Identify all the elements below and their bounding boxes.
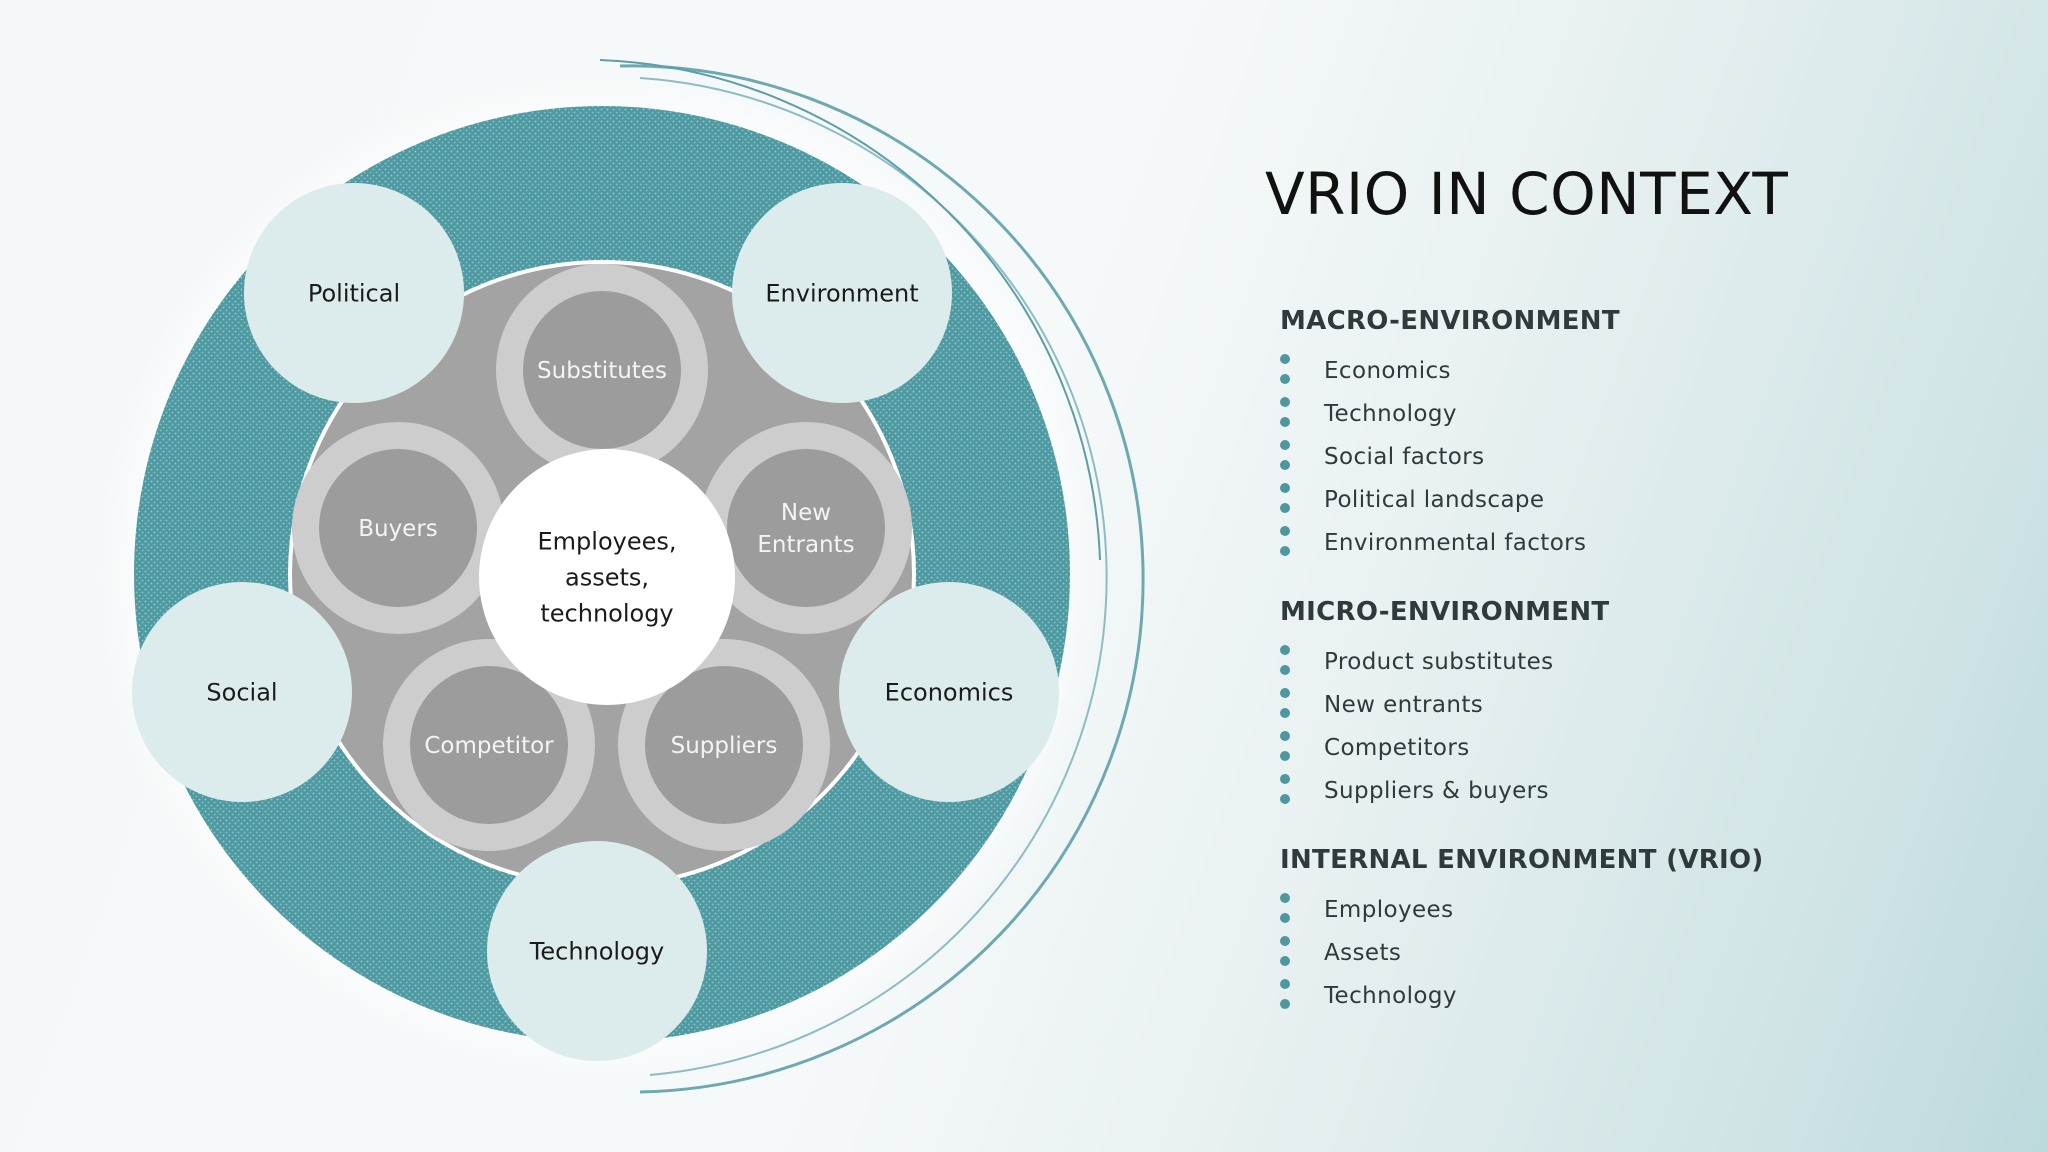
- inner-node-suppliers-core: [645, 666, 803, 824]
- list-item: Environmental factors: [1280, 522, 1985, 565]
- center-node: [479, 449, 735, 705]
- inner-node-label: Suppliers: [671, 733, 778, 759]
- inner-node-label: Buyers: [358, 516, 438, 542]
- bullet-list: Product substitutes New entrants Competi…: [1280, 641, 1985, 813]
- list-item-label: Competitors: [1324, 735, 1470, 761]
- list-item-label: Suppliers & buyers: [1324, 778, 1549, 804]
- list-item-label: Employees: [1324, 897, 1454, 923]
- list-item: Social factors: [1280, 436, 1985, 479]
- inner-node-buyers-core: [319, 449, 477, 607]
- list-item: Technology: [1280, 393, 1985, 436]
- list-item-label: Political landscape: [1324, 487, 1545, 513]
- bullet-list: Economics Technology Social factors Poli…: [1280, 350, 1985, 565]
- outer-node-social: [132, 582, 352, 802]
- outer-node-environment: [732, 183, 952, 403]
- bullet-icon: [1280, 643, 1292, 683]
- list-item: Suppliers & buyers: [1280, 770, 1985, 813]
- bullet-icon: [1280, 891, 1292, 931]
- outer-node-label: Environment: [765, 279, 918, 307]
- bullet-list: Employees Assets Technology: [1280, 889, 1985, 1018]
- list-item: Political landscape: [1280, 479, 1985, 522]
- outer-node-label: Technology: [529, 937, 664, 965]
- list-item: Competitors: [1280, 727, 1985, 770]
- list-item: Technology: [1280, 975, 1985, 1018]
- bullet-icon: [1280, 395, 1292, 435]
- outer-node-label: Political: [308, 279, 400, 307]
- bullet-icon: [1280, 729, 1292, 769]
- bullet-icon: [1280, 934, 1292, 974]
- inner-node-label: Competitor: [424, 733, 554, 759]
- internal-environment-section: INTERNAL ENVIRONMENT (VRIO) Employees As…: [1280, 845, 1985, 1018]
- decorative-arc: [599, 59, 1101, 561]
- bullet-icon: [1280, 438, 1292, 478]
- outer-node-label: Social: [206, 678, 277, 706]
- bullet-icon: [1280, 686, 1292, 726]
- list-item-label: Social factors: [1324, 444, 1485, 470]
- list-item: New entrants: [1280, 684, 1985, 727]
- slide-title: VRIO IN CONTEXT: [1265, 160, 1789, 228]
- outer-node-label: Economics: [885, 678, 1014, 706]
- macro-environment-section: MACRO-ENVIRONMENT Economics Technology S…: [1280, 306, 1985, 565]
- bullet-icon: [1280, 481, 1292, 521]
- inner-node-substitutes-core: [523, 291, 681, 449]
- bullet-icon: [1280, 977, 1292, 1017]
- list-item-label: New entrants: [1324, 692, 1484, 718]
- list-item: Product substitutes: [1280, 641, 1985, 684]
- decorative-arc: [619, 64, 1145, 1094]
- list-item: Economics: [1280, 350, 1985, 393]
- list-item-label: Technology: [1324, 983, 1457, 1009]
- bullet-icon: [1280, 352, 1292, 392]
- center-node-label: Employees,assets,technology: [538, 527, 677, 627]
- list-item-label: Economics: [1324, 358, 1451, 384]
- list-item-label: Assets: [1324, 940, 1402, 966]
- micro-environment-section: MICRO-ENVIRONMENT Product substitutes Ne…: [1280, 597, 1985, 813]
- list-item-label: Environmental factors: [1324, 530, 1587, 556]
- inner-node-new-entrants-core: [727, 449, 885, 607]
- inner-node-label: Substitutes: [537, 358, 667, 384]
- outer-node-political: [244, 183, 464, 403]
- list-item-label: Product substitutes: [1324, 649, 1554, 675]
- right-panel: VRIO IN CONTEXT MACRO-ENVIRONMENT Econom…: [1265, 160, 1985, 1050]
- decorative-arc: [639, 77, 1108, 1076]
- list-item: Employees: [1280, 889, 1985, 932]
- bullet-icon: [1280, 772, 1292, 812]
- section-heading: MACRO-ENVIRONMENT: [1280, 306, 1620, 336]
- outer-node-technology: [487, 841, 707, 1061]
- list-item-label: Technology: [1324, 401, 1457, 427]
- section-heading: INTERNAL ENVIRONMENT (VRIO): [1280, 845, 1764, 875]
- list-item: Assets: [1280, 932, 1985, 975]
- outer-node-economics: [839, 582, 1059, 802]
- inner-node-competitor-core: [410, 666, 568, 824]
- section-heading: MICRO-ENVIRONMENT: [1280, 597, 1610, 627]
- bullet-icon: [1280, 524, 1292, 564]
